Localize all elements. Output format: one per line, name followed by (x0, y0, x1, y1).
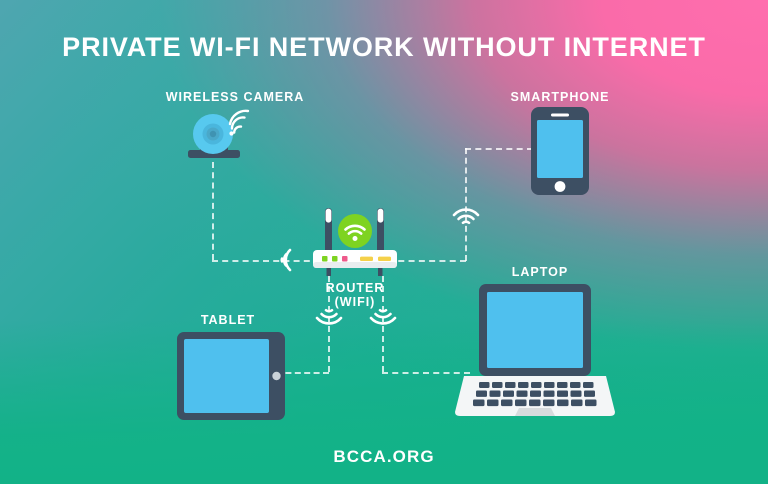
wifi-signal-down-laptop-icon (368, 308, 398, 340)
wireless-camera-label: WIRELESS CAMERA (165, 90, 305, 104)
wifi-signal-up-icon (451, 196, 481, 226)
connection-smartphone-top-horizontal (465, 148, 533, 150)
wireless-camera-icon[interactable] (178, 108, 258, 164)
wifi-signal-down-tablet-icon (314, 308, 344, 340)
laptop-label: LAPTOP (511, 265, 569, 279)
connection-smartphone-vertical (465, 148, 467, 261)
connection-camera-to-router (212, 260, 320, 262)
tablet-icon[interactable] (177, 332, 285, 420)
router-icon[interactable] (305, 206, 405, 278)
router-label-line2: (WIFI) (334, 295, 376, 309)
connection-router-to-tablet-horizontal (276, 372, 329, 374)
tablet-label: TABLET (200, 313, 256, 327)
router-label-line1: ROUTER (325, 281, 385, 295)
connection-router-to-laptop-horizontal (382, 372, 470, 374)
smartphone-icon[interactable] (531, 107, 589, 195)
connection-router-to-smartphone-horizontal (388, 260, 466, 262)
connection-camera-vertical (212, 162, 214, 260)
wifi-signal-left-icon (266, 245, 296, 275)
smartphone-label: SMARTPHONE (510, 90, 610, 104)
footer-brand: BCCA.ORG (333, 447, 435, 466)
page-title: PRIVATE WI-FI NETWORK WITHOUT INTERNET (62, 32, 706, 62)
router-label: ROUTER (WIFI) (305, 281, 405, 309)
laptop-icon[interactable] (455, 284, 615, 420)
